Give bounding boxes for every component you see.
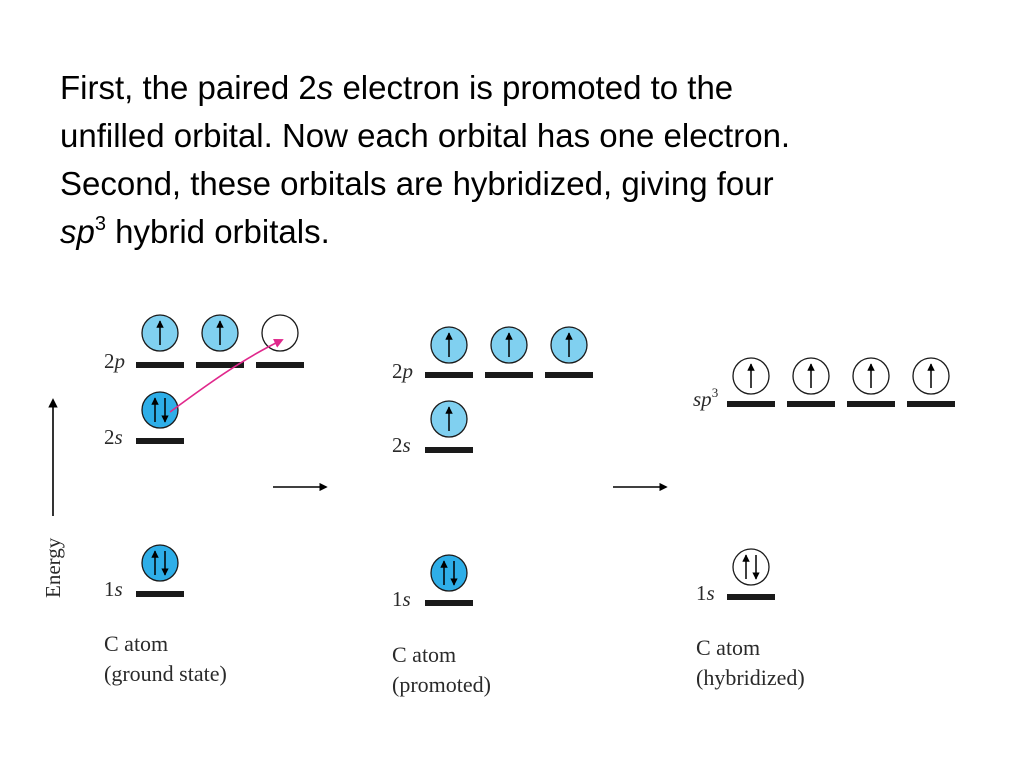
caption-line-1: C atom <box>696 635 760 660</box>
orbital-2p-2 <box>201 314 239 352</box>
caption-line-1: C atom <box>104 631 168 656</box>
label-1s: 1s <box>104 577 123 601</box>
energy-label: Energy <box>41 537 65 598</box>
intro-italic-sp: sp <box>60 213 95 250</box>
orbital-sp3-4 <box>912 357 950 395</box>
intro-part-2a: electron is promoted to the <box>333 69 734 106</box>
intro-line-3: Second, these orbitals are hybridized, g… <box>60 165 774 202</box>
panel-hybridized: sp3 1s C atom (hybridized) <box>693 357 955 690</box>
panel-promoted: 2p 2s 1s C atom (promoted) <box>392 326 593 697</box>
orbital-2p-3-empty <box>261 314 299 352</box>
orbital-1s-paired <box>430 554 468 592</box>
label-1s: 1s <box>696 581 715 605</box>
label-sp3: sp3 <box>693 385 718 411</box>
intro-line-1: First, the paired 2s electron is promote… <box>60 64 1000 112</box>
label-1s: 1s <box>392 587 411 611</box>
intro-italic-s: s <box>316 69 334 106</box>
orbital-1s-paired <box>141 544 179 582</box>
intro-part-1: First, the paired 2 <box>60 69 317 106</box>
intro-text: First, the paired 2s electron is promote… <box>60 64 1000 256</box>
intro-line-2: unfilled orbital. Now each orbital has o… <box>60 117 791 154</box>
level-bar <box>907 401 955 407</box>
orbital-2p-1 <box>141 314 179 352</box>
label-2s: 2s <box>392 433 411 457</box>
orbital-2p-1 <box>430 326 468 364</box>
promotion-arrow <box>169 338 284 413</box>
level-bar <box>136 438 184 444</box>
orbital-sp3-1 <box>732 357 770 395</box>
orbital-2p-3 <box>550 326 588 364</box>
level-bar <box>136 362 184 368</box>
level-bar <box>727 594 775 600</box>
caption-line-2: (ground state) <box>104 661 227 686</box>
level-bar <box>425 447 473 453</box>
level-bar <box>545 372 593 378</box>
label-2s: 2s <box>104 425 123 449</box>
level-bar <box>727 401 775 407</box>
intro-part-4: hybrid orbitals. <box>105 213 330 250</box>
caption-line-2: (hybridized) <box>696 665 805 690</box>
level-bar <box>425 600 473 606</box>
orbital-1s-paired <box>732 548 770 586</box>
label-2p: 2p <box>104 349 125 373</box>
level-bar <box>136 591 184 597</box>
level-bar <box>787 401 835 407</box>
label-2p: 2p <box>392 359 413 383</box>
level-bar <box>847 401 895 407</box>
intro-sup-3: 3 <box>94 213 106 235</box>
orbital-2s-paired <box>141 391 179 429</box>
level-bar <box>196 362 244 368</box>
orbital-2s-single <box>430 400 468 438</box>
orbital-sp3-3 <box>852 357 890 395</box>
level-bar <box>256 362 304 368</box>
panel-ground-state: 2p 2s 1s <box>104 314 304 686</box>
caption-line-2: (promoted) <box>392 672 491 697</box>
orbital-2p-2 <box>490 326 528 364</box>
caption-line-1: C atom <box>392 642 456 667</box>
intro-line-4: sp3 hybrid orbitals. <box>60 208 1000 256</box>
orbital-sp3-2 <box>792 357 830 395</box>
level-bar <box>425 372 473 378</box>
level-bar <box>485 372 533 378</box>
